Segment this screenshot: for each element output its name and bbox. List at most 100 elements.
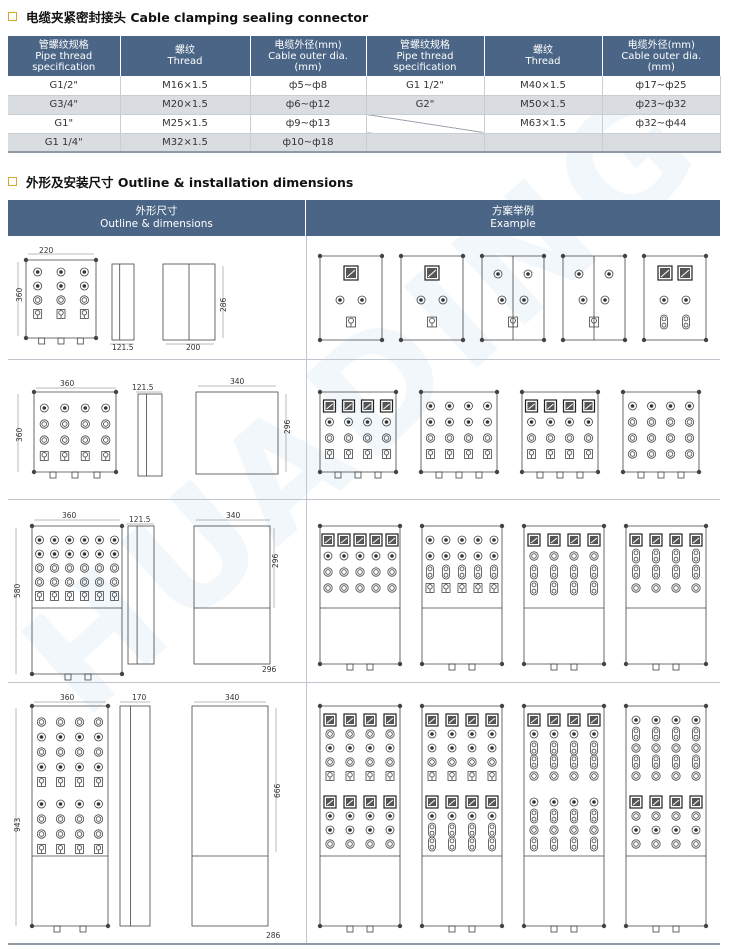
breaker-knob-icon	[387, 772, 393, 778]
indicator-lamp-icon	[33, 295, 43, 305]
indicator-lamp-inner-icon	[648, 419, 655, 425]
mounting-lug-icon	[460, 253, 466, 259]
breaker-knob-icon	[465, 450, 472, 456]
push-button-icon	[80, 549, 89, 559]
push-button-center-icon	[37, 552, 42, 556]
meter-icon	[385, 533, 399, 547]
push-button-icon	[60, 403, 70, 413]
push-button-center-icon	[419, 298, 423, 302]
breaker-icon	[95, 591, 104, 601]
dim-label: 296	[262, 665, 277, 674]
indicator-lamp-inner-icon	[367, 759, 373, 765]
socket-hole-icon	[693, 728, 699, 734]
socket-hole-icon	[531, 566, 537, 572]
mounting-lug-icon	[397, 703, 403, 709]
cable-gland-icon	[657, 471, 665, 479]
indicator-lamp-icon	[94, 563, 105, 573]
indicator-lamp-inner-icon	[648, 435, 655, 441]
indicator-lamp-icon	[482, 433, 493, 443]
indicator-lamp-inner-icon	[34, 297, 41, 303]
dim-label: 286	[266, 931, 281, 940]
indicator-lamp-inner-icon	[38, 816, 45, 822]
meter-icon	[649, 795, 663, 809]
meter-needle-icon	[550, 537, 558, 544]
push-button-center-icon	[103, 406, 108, 410]
breaker-knob-icon	[95, 778, 102, 784]
indicator-lamp-icon	[684, 433, 695, 443]
cable-gland-icon	[435, 471, 443, 479]
indicator-lamp-inner-icon	[653, 773, 659, 779]
cable-gland-icon	[672, 663, 680, 671]
cable-gland-icon	[346, 663, 354, 671]
indicator-lamp-icon	[365, 757, 375, 767]
meter-needle-icon	[448, 799, 456, 806]
socket-hole-icon	[653, 550, 659, 556]
indicator-lamp-icon	[627, 417, 638, 427]
mounting-lug-icon	[521, 923, 527, 929]
row-divider	[8, 499, 720, 500]
push-button-icon	[464, 417, 473, 427]
mounting-lug-icon	[93, 257, 99, 263]
breaker-knob-icon	[36, 592, 43, 598]
meter-icon	[337, 533, 351, 547]
outline-drawings: 220 360 121.5 286 200 360 360 121.5 340 …	[13, 246, 709, 940]
meter-icon	[363, 795, 377, 809]
mounting-lug-icon	[696, 469, 702, 475]
push-button-center-icon	[82, 538, 87, 542]
meter-needle-icon	[386, 799, 394, 806]
mounting-lug-icon	[521, 523, 527, 529]
meter-needle-icon	[672, 537, 680, 544]
indicator-lamp-icon	[345, 839, 355, 849]
indicator-lamp-icon	[49, 563, 60, 573]
table-row: G1" M25×1.5 ф9~ф13 M63×1.5 ф32~ф44	[8, 114, 721, 134]
socket-hole-icon	[531, 816, 537, 822]
enclosure-front-view	[421, 705, 503, 927]
indicator-lamp-icon	[93, 814, 104, 824]
indicator-lamp-icon	[529, 771, 539, 781]
indicator-lamp-inner-icon	[57, 719, 64, 725]
breaker-icon	[473, 583, 483, 593]
push-button-icon	[529, 797, 539, 807]
socket-hole-icon	[673, 762, 679, 768]
indicator-lamp-inner-icon	[103, 437, 109, 443]
indicator-lamp-icon	[385, 839, 395, 849]
breaker-knob-icon	[327, 772, 333, 778]
enclosure-front-view	[319, 255, 383, 341]
breaker-knob-icon	[96, 592, 103, 598]
indicator-lamp-inner-icon	[551, 553, 557, 559]
socket-hole-icon	[551, 588, 557, 594]
push-button-center-icon	[430, 732, 434, 736]
meter-icon	[445, 713, 459, 727]
socket-hole-icon	[489, 824, 495, 830]
push-button-center-icon	[441, 298, 445, 302]
indicator-lamp-inner-icon	[38, 831, 45, 837]
socket-hole-icon	[591, 572, 597, 578]
socket-hole-icon	[491, 572, 497, 578]
push-button-icon	[95, 535, 104, 545]
push-button-center-icon	[567, 420, 572, 424]
meter-needle-icon	[356, 537, 364, 544]
push-button-center-icon	[96, 765, 101, 769]
socket-icon	[590, 564, 598, 580]
indicator-lamp-inner-icon	[528, 435, 535, 441]
push-button-center-icon	[326, 554, 330, 558]
meter-icon	[425, 795, 439, 809]
dim-label: 340	[226, 511, 241, 520]
indicator-lamp-icon	[665, 449, 676, 459]
indicator-lamp-inner-icon	[531, 773, 537, 779]
push-button-icon	[363, 417, 372, 427]
indicator-lamp-icon	[55, 814, 66, 824]
push-button-icon	[33, 281, 43, 291]
push-button-center-icon	[37, 538, 42, 542]
mounting-lug-icon	[113, 469, 119, 475]
indicator-lamp-icon	[80, 419, 90, 429]
cable-gland-icon	[71, 471, 79, 479]
push-button-icon	[37, 732, 46, 742]
indicator-lamp-inner-icon	[686, 451, 693, 457]
cable-gland-icon	[79, 925, 87, 933]
socket-hole-icon	[531, 810, 537, 816]
socket-icon	[428, 836, 436, 852]
indicator-lamp-inner-icon	[57, 749, 64, 755]
push-button-center-icon	[328, 746, 332, 750]
